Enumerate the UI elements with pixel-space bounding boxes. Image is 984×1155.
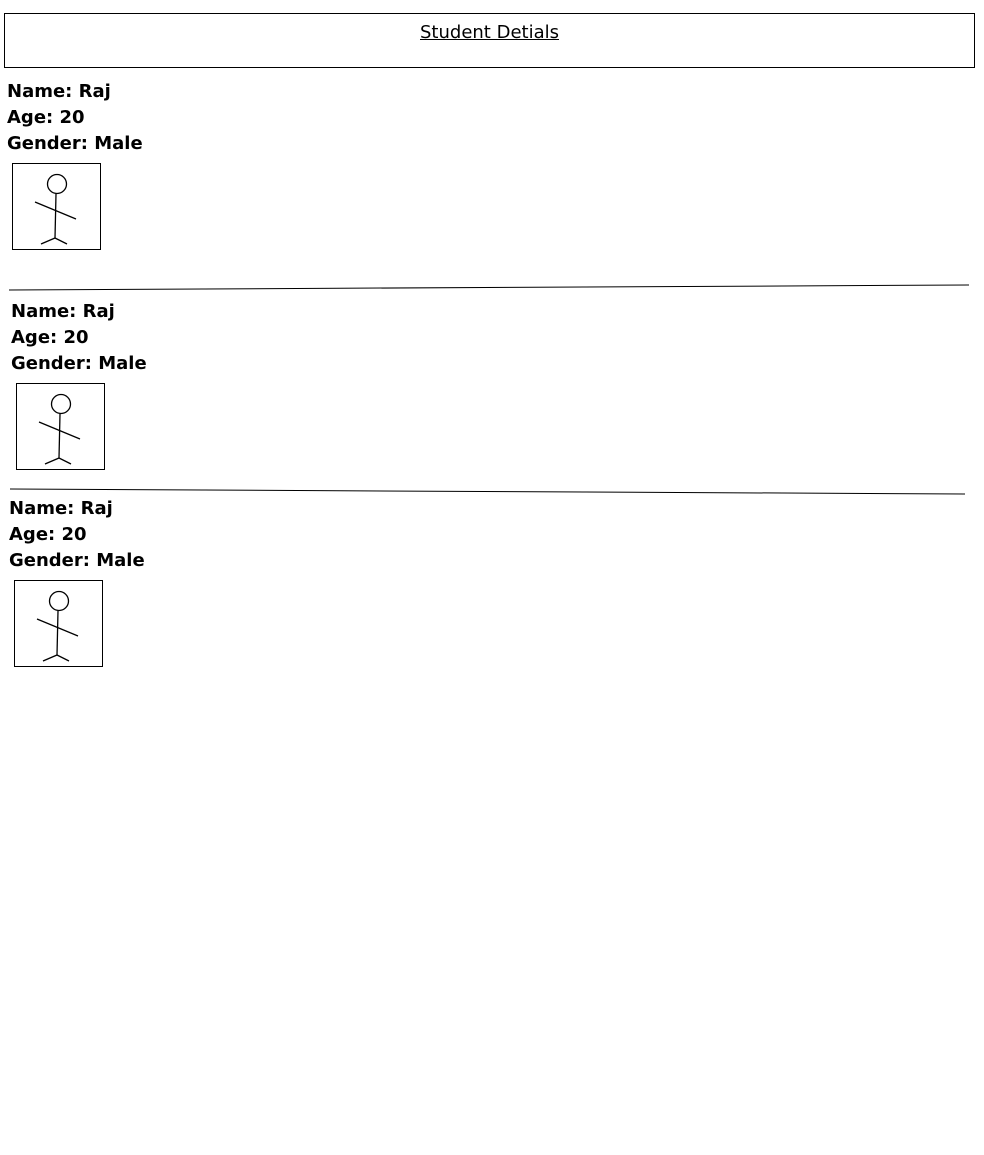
student-name: Name: Raj bbox=[7, 79, 143, 105]
name-value: Raj bbox=[78, 81, 111, 102]
gender-value: Male bbox=[94, 133, 143, 154]
name-value: Raj bbox=[82, 301, 115, 322]
age-label: Age: bbox=[9, 524, 56, 545]
name-value: Raj bbox=[80, 498, 113, 519]
divider-line bbox=[8, 284, 970, 291]
student-name: Name: Raj bbox=[9, 496, 145, 522]
student-card: Name: Raj Age: 20 Gender: Male bbox=[9, 496, 145, 574]
header-box: Student Detials bbox=[4, 13, 975, 68]
student-photo bbox=[16, 383, 105, 470]
stick-figure-icon bbox=[36, 590, 79, 662]
name-label: Name: bbox=[7, 81, 73, 102]
gender-label: Gender: bbox=[7, 133, 88, 154]
gender-label: Gender: bbox=[11, 353, 92, 374]
student-card: Name: Raj Age: 20 Gender: Male bbox=[11, 299, 147, 377]
student-gender: Gender: Male bbox=[9, 548, 145, 574]
age-label: Age: bbox=[11, 327, 58, 348]
gender-label: Gender: bbox=[9, 550, 90, 571]
age-value: 20 bbox=[59, 107, 85, 128]
student-age: Age: 20 bbox=[7, 105, 143, 131]
stick-figure-icon bbox=[38, 393, 81, 465]
page-title: Student Detials bbox=[420, 22, 559, 43]
stick-figure-icon bbox=[34, 173, 77, 245]
student-gender: Gender: Male bbox=[7, 131, 143, 157]
gender-value: Male bbox=[96, 550, 145, 571]
age-label: Age: bbox=[7, 107, 54, 128]
student-photo bbox=[14, 580, 103, 667]
gender-value: Male bbox=[98, 353, 147, 374]
student-age: Age: 20 bbox=[9, 522, 145, 548]
divider-line bbox=[9, 488, 966, 495]
age-value: 20 bbox=[63, 327, 89, 348]
student-age: Age: 20 bbox=[11, 325, 147, 351]
name-label: Name: bbox=[11, 301, 77, 322]
student-card: Name: Raj Age: 20 Gender: Male bbox=[7, 79, 143, 157]
student-photo bbox=[12, 163, 101, 250]
student-gender: Gender: Male bbox=[11, 351, 147, 377]
student-name: Name: Raj bbox=[11, 299, 147, 325]
name-label: Name: bbox=[9, 498, 75, 519]
age-value: 20 bbox=[61, 524, 87, 545]
